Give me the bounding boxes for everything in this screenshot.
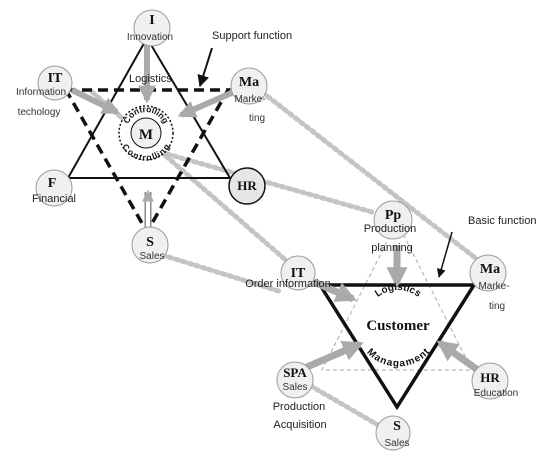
node-pp-label-1: Production — [364, 223, 417, 235]
node-ma-left-label-2: ting — [249, 113, 265, 124]
connector-ma-ma — [259, 89, 481, 263]
right-diagram: Logistics Managament Customer Basic func… — [245, 200, 536, 451]
node-ma-right-label-1: Marke- — [478, 281, 509, 292]
node-s-right-label: Sales — [384, 438, 409, 449]
connector-s-spa — [159, 252, 285, 295]
node-it-label-1: Information — [16, 87, 66, 98]
node-s-right-letter: S — [393, 419, 401, 434]
connector-spa-s — [301, 379, 381, 428]
node-it-letter: IT — [48, 71, 63, 86]
node-spa-letter: SPA — [283, 365, 307, 380]
right-solid-triangle — [316, 283, 478, 411]
node-ma-left: Ma Marke- ting — [230, 67, 268, 124]
node-f: F Financial — [32, 169, 76, 207]
basic-function-label: Basic function — [468, 215, 536, 227]
node-pp-label-2: planning — [371, 242, 413, 254]
node-hr-right-letter: HR — [480, 370, 500, 385]
node-spa: SPA Sales Production Acquisition — [273, 361, 327, 431]
node-it: IT Information techology — [16, 65, 73, 118]
connector-center-pp — [157, 149, 375, 215]
node-f-label: Financial — [32, 193, 76, 205]
node-ma-left-letter: Ma — [239, 75, 259, 90]
left-center-letter: M — [139, 127, 153, 143]
node-ma-right: Ma Marke- ting — [469, 254, 510, 312]
left-diagram: M Controlling Controlling Logistics Supp… — [16, 9, 292, 264]
node-s-left-letter: S — [146, 235, 154, 250]
node-it-right-label: Order information — [245, 278, 331, 290]
right-dashed-triangle — [321, 220, 473, 371]
arrow-ma — [177, 88, 238, 118]
node-ma-right-letter: Ma — [480, 262, 500, 277]
node-f-letter: F — [48, 176, 57, 191]
node-i: I Innovation — [127, 9, 173, 47]
support-function-label: Support function — [212, 30, 292, 42]
node-hr-left: HR — [228, 167, 266, 205]
node-hr-right: HR Education — [471, 362, 518, 400]
arrow-hr-right — [436, 340, 485, 376]
node-it-right-letter: IT — [291, 266, 306, 281]
left-center-circle — [130, 117, 162, 149]
node-ma-right-label-2: ting — [489, 301, 505, 312]
node-spa-label-2: Acquisition — [273, 419, 326, 431]
node-it-right: IT Order information — [245, 255, 331, 291]
node-hr-right-label: Education — [474, 388, 518, 399]
node-s-right: S Sales — [375, 415, 411, 451]
node-spa-sub: Sales — [282, 382, 307, 393]
left-logistics-label: Logistics — [129, 73, 172, 85]
node-ma-left-label-1: Marke- — [234, 94, 265, 105]
right-center-word: Customer — [366, 318, 430, 334]
arrow-it — [70, 87, 121, 115]
basic-function-arrow — [436, 231, 453, 278]
node-s-left-label: Sales — [139, 251, 164, 262]
support-function-arrow — [197, 47, 213, 88]
right-arrows — [298, 245, 485, 376]
node-it-label-2: techology — [18, 107, 61, 118]
node-s-left: S Sales — [131, 226, 169, 264]
node-i-label: Innovation — [127, 32, 173, 43]
node-spa-label-1: Production — [273, 401, 326, 413]
node-i-letter: I — [149, 13, 154, 28]
node-pp: Pp Production planning — [364, 200, 417, 254]
node-hr-left-letter: HR — [237, 178, 257, 193]
arrow-it-right — [312, 278, 357, 303]
arrow-spa — [298, 340, 364, 374]
node-pp-letter: Pp — [385, 208, 402, 223]
left-arrows — [70, 45, 238, 118]
